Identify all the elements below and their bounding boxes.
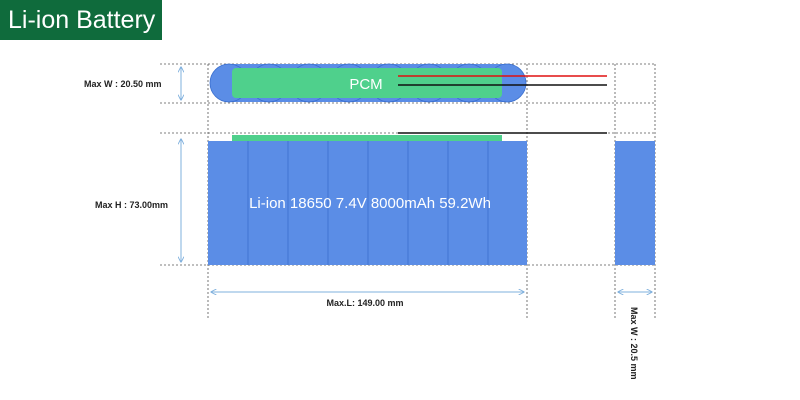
dimension-arrows bbox=[181, 67, 652, 292]
length-label: Max.L: 149.00 mm bbox=[326, 298, 403, 308]
side-view-cell bbox=[615, 141, 655, 265]
page-title: Li-ion Battery bbox=[0, 0, 162, 40]
width-top-label: Max W : 20.50 mm bbox=[84, 79, 162, 89]
pcm-strip bbox=[232, 135, 502, 141]
cell-label: Li-ion 18650 7.4V 8000mAh 59.2Wh bbox=[249, 195, 491, 212]
front-view-cells bbox=[208, 141, 527, 265]
height-label: Max H : 73.00mm bbox=[95, 200, 168, 210]
pcm-label: PCM bbox=[349, 76, 382, 93]
width-side-label: Max W : 20.5 mm bbox=[629, 307, 639, 380]
